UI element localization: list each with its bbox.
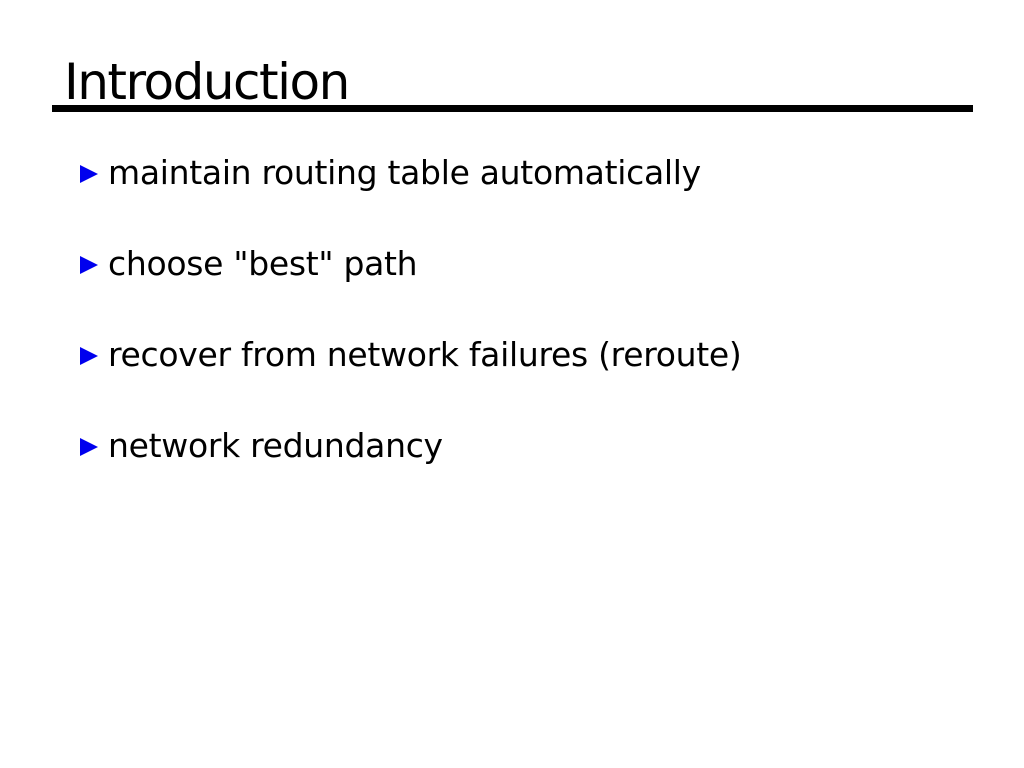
list-item: choose "best" path <box>80 241 418 287</box>
title-underline <box>52 105 973 112</box>
list-item: maintain routing table automatically <box>80 150 701 196</box>
triangle-bullet-icon <box>80 347 98 365</box>
triangle-bullet-icon <box>80 438 98 456</box>
list-item: recover from network failures (reroute) <box>80 332 742 378</box>
bullet-text: choose "best" path <box>108 244 418 283</box>
bullet-text: recover from network failures (reroute) <box>108 335 742 374</box>
page-title: Introduction <box>64 53 350 111</box>
bullet-text: network redundancy <box>108 426 443 465</box>
triangle-bullet-icon <box>80 256 98 274</box>
list-item: network redundancy <box>80 423 443 469</box>
bullet-text: maintain routing table automatically <box>108 153 701 192</box>
triangle-bullet-icon <box>80 165 98 183</box>
